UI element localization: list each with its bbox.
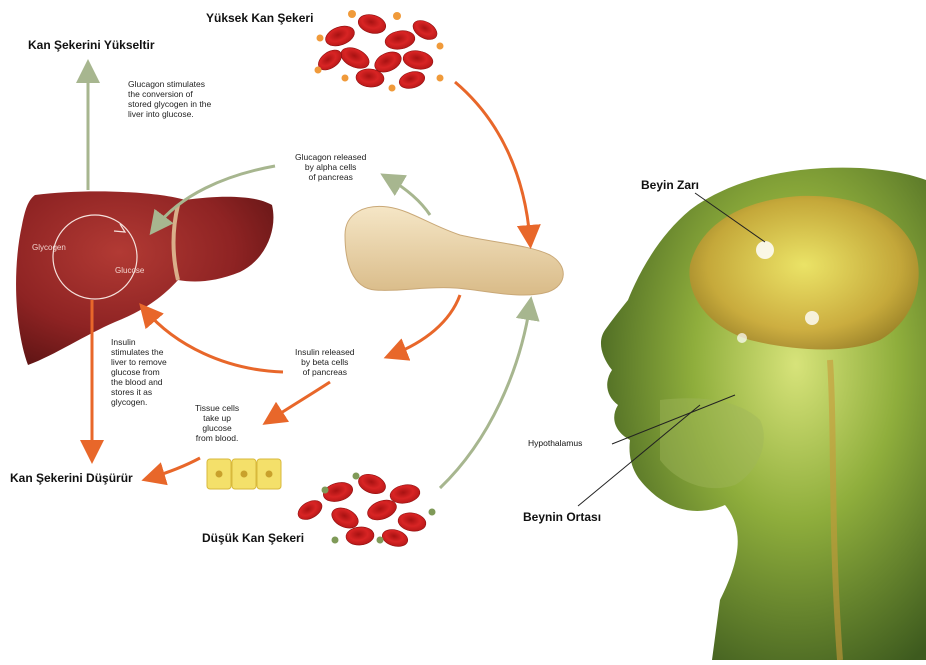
tissue-cells	[207, 459, 281, 489]
arrow-tissue-to-lower	[150, 458, 200, 478]
glucose-molecule	[353, 473, 360, 480]
red-blood-cell	[384, 29, 417, 52]
glucose-molecule	[332, 537, 339, 544]
label-lower-blood-sugar: Kan Şekerini Düşürür	[10, 471, 133, 485]
label-hypothalamus: Hypothalamus	[528, 438, 582, 448]
red-blood-cell	[295, 497, 326, 524]
note-glucagon-liver: Glucagon stimulates the conversion of st…	[128, 79, 211, 119]
red-blood-cell	[356, 471, 388, 497]
brain-glow-2	[805, 311, 819, 325]
label-raise-blood-sugar: Kan Şekerini Yükseltir	[28, 38, 155, 52]
note-tissue-cells: Tissue cells take up glucose from blood.	[195, 403, 239, 443]
red-blood-cell	[397, 511, 428, 534]
label-brain-cortex: Beyin Zarı	[641, 178, 699, 192]
arrow-low-to-pancreas	[440, 305, 530, 488]
liver-label-glycogen: Glycogen	[32, 243, 66, 252]
label-high-blood-sugar: Yüksek Kan Şekeri	[206, 11, 313, 25]
glucose-molecule	[437, 75, 444, 82]
red-blood-cell	[380, 527, 409, 549]
arrow-pancreas-insulin	[392, 295, 460, 355]
label-low-blood-sugar: Düşük Kan Şekeri	[202, 531, 304, 545]
high-sugar-blood-cells	[315, 10, 444, 92]
glucose-molecule	[322, 487, 329, 494]
glucose-molecule	[377, 537, 384, 544]
glucose-molecule	[317, 35, 324, 42]
liver-label-glucose: Glucose	[115, 266, 144, 275]
note-glucagon-release: Glucagon released by alpha cells of panc…	[295, 152, 366, 182]
pancreas-shape	[345, 206, 563, 295]
glucose-molecule	[429, 509, 436, 516]
glucose-molecule	[342, 75, 349, 82]
red-blood-cell	[323, 22, 357, 49]
label-midbrain: Beynin Ortası	[523, 510, 601, 524]
glucose-molecule	[315, 67, 322, 74]
red-blood-cell	[345, 526, 374, 546]
note-insulin-liver: Insulin stimulates the liver to remove g…	[111, 337, 167, 407]
brain-glow-1	[756, 241, 774, 259]
glucose-molecule	[393, 12, 401, 20]
arrow-insulin-to-tissue	[270, 382, 330, 420]
red-blood-cell	[338, 44, 373, 73]
red-blood-cell	[402, 49, 435, 72]
glucose-molecule	[389, 85, 396, 92]
low-sugar-blood-cells	[295, 471, 436, 549]
glucose-molecule	[437, 43, 444, 50]
brain-glow-3	[737, 333, 747, 343]
arrow-high-to-pancreas	[455, 82, 530, 240]
glucose-molecule	[348, 10, 356, 18]
note-insulin-release: Insulin released by beta cells of pancre…	[295, 347, 355, 377]
red-blood-cell	[356, 12, 388, 37]
brain-shape	[689, 196, 918, 350]
pancreas-illustration	[345, 206, 563, 295]
red-blood-cell	[397, 69, 426, 91]
